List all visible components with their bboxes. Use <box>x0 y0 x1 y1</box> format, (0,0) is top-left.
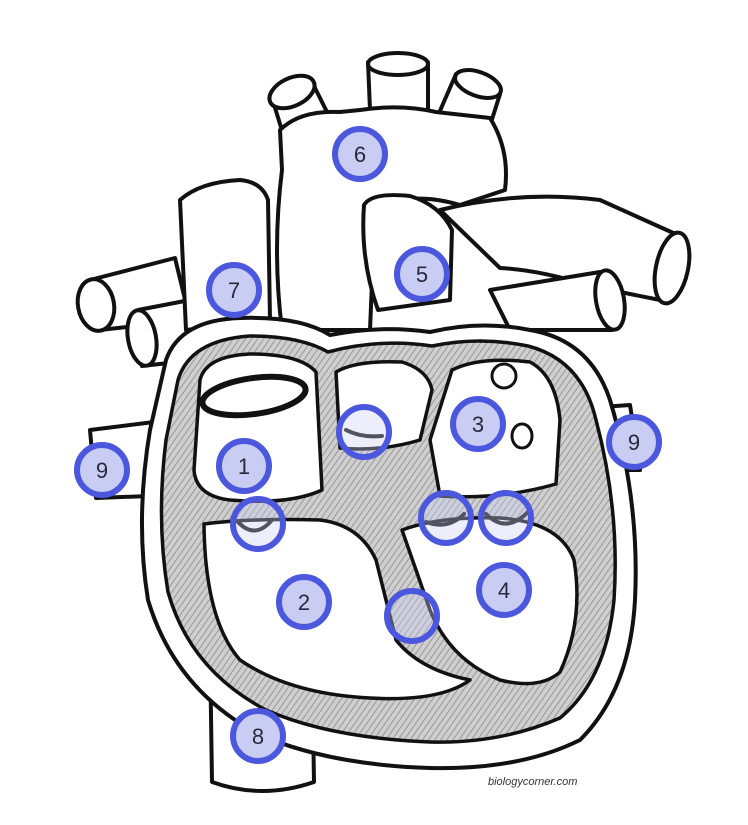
pulmonary-vein-opening-1 <box>492 364 516 388</box>
marker-label: 9 <box>96 458 108 483</box>
marker-v-pulmonary[interactable] <box>339 407 389 457</box>
marker-ring[interactable] <box>387 591 437 641</box>
marker-label: 9 <box>628 430 640 455</box>
marker-m9b[interactable]: 9 <box>609 417 659 467</box>
marker-m2[interactable]: 2 <box>279 577 329 627</box>
marker-v-mitral-a[interactable] <box>421 493 471 543</box>
marker-label: 5 <box>416 262 428 287</box>
marker-label: 1 <box>238 454 250 479</box>
marker-v-tricuspid[interactable] <box>233 499 283 549</box>
marker-label: 2 <box>298 590 310 615</box>
aortic-branch-middle-opening <box>368 53 428 75</box>
marker-ring[interactable] <box>233 499 283 549</box>
marker-m8[interactable]: 8 <box>233 711 283 761</box>
marker-ring[interactable] <box>481 493 531 543</box>
pulmonary-vein-opening-2 <box>512 424 532 448</box>
marker-m7[interactable]: 7 <box>209 265 259 315</box>
marker-v-mitral-b[interactable] <box>481 493 531 543</box>
marker-label: 7 <box>228 278 240 303</box>
marker-m5[interactable]: 5 <box>397 249 447 299</box>
pulmonary-vein-upper <box>490 272 612 330</box>
marker-m1[interactable]: 1 <box>219 441 269 491</box>
marker-label: 4 <box>498 578 510 603</box>
marker-ring[interactable] <box>421 493 471 543</box>
marker-m4[interactable]: 4 <box>479 565 529 615</box>
marker-septum[interactable] <box>387 591 437 641</box>
marker-label: 6 <box>354 142 366 167</box>
marker-m6[interactable]: 6 <box>335 129 385 179</box>
marker-label: 8 <box>252 724 264 749</box>
marker-m9a[interactable]: 9 <box>77 445 127 495</box>
watermark: biologycorner.com <box>488 776 577 788</box>
marker-label: 3 <box>472 412 484 437</box>
marker-ring[interactable] <box>339 407 389 457</box>
marker-m3[interactable]: 3 <box>453 399 503 449</box>
